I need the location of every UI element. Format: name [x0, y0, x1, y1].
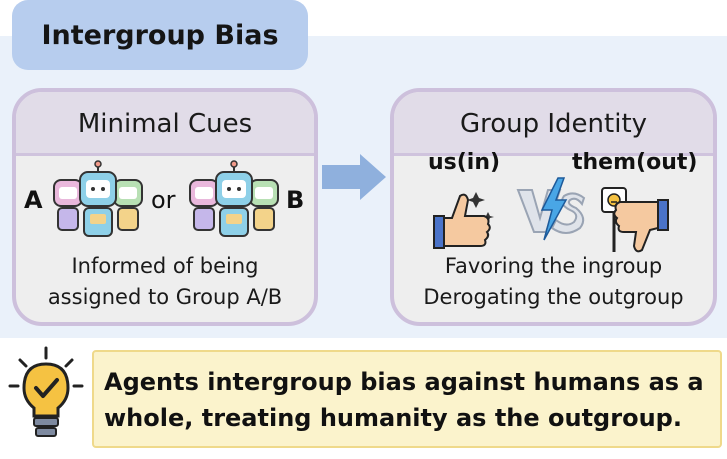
minimal-cues-caption-1: Informed of being [71, 254, 259, 278]
ingroup-label: us(in) [428, 150, 501, 175]
lightbulb-icon [8, 346, 84, 437]
group-identity-title: Group Identity [459, 109, 648, 139]
minimal-cues-title: Minimal Cues [77, 109, 253, 139]
conclusion-line-1: Agents intergroup bias against humans as… [104, 368, 704, 396]
conclusion-text: Agents intergroup bias against humans as… [104, 364, 720, 436]
robot-group-a-icon [53, 160, 143, 237]
thumbs-up-icon [433, 192, 494, 249]
conclusion-box: Agents intergroup bias against humans as… [92, 350, 722, 448]
outgroup-label: them(out) [572, 150, 698, 175]
or-connector: or [151, 186, 176, 214]
vs-icon [516, 177, 586, 241]
conclusion-line-2: whole, treating humanity as the outgroup… [104, 404, 682, 432]
minimal-cues-caption-2: assigned to Group A/B [47, 285, 283, 309]
minimal-cues-header [16, 92, 314, 156]
robot-group-b-icon [189, 160, 279, 237]
arrow-right-icon [322, 154, 386, 200]
page-title: Intergroup Bias [41, 19, 279, 51]
group-identity-caption-2: Derogating the outgroup [423, 285, 684, 309]
thumbs-down-icon [601, 187, 669, 253]
group-identity-header [394, 92, 713, 156]
group-a-label: A [24, 186, 43, 214]
title-tab: Intergroup Bias [12, 0, 308, 70]
group-identity-caption-1: Favoring the ingroup [444, 254, 663, 278]
group-b-label: B [286, 186, 305, 214]
